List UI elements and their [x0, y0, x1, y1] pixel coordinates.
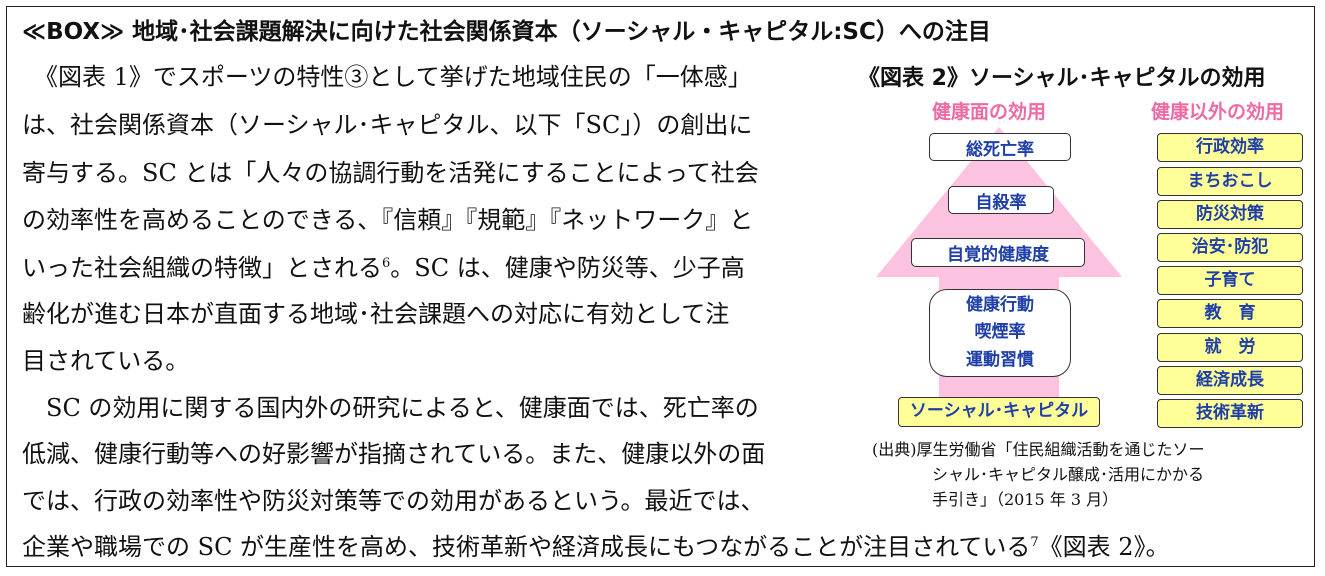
health-behavior-box: 健康行動 喫煙率 運動習慣: [929, 289, 1071, 377]
health-behavior-item: 運動習慣: [966, 349, 1034, 370]
paragraph-line: 《図表 1》でスポーツの特性③として挙げた地域住民の「一体感」: [22, 63, 752, 91]
health-item-box: 総死亡率: [929, 133, 1071, 161]
paragraph-line: 低減、健康行動等への好影響が指摘されている。また、健康以外の面: [22, 440, 766, 468]
non-health-item-box: 防災対策: [1157, 200, 1303, 229]
non-health-item-box: 就 労: [1157, 333, 1303, 362]
paragraph-line: 目されている。: [22, 347, 190, 375]
footnote-ref: 6: [382, 256, 391, 271]
non-health-item-box: まちおこし: [1157, 167, 1303, 196]
non-health-item-box: 行政効率: [1157, 133, 1303, 162]
health-effects-header: 健康面の効用: [932, 101, 1047, 123]
non-health-item-box: 治安･防犯: [1157, 233, 1303, 262]
paragraph-text: 《図表 2》。: [1038, 533, 1170, 561]
figure-source: (出典)厚生労働省「住民組織活動を通じたソー: [872, 440, 1205, 459]
social-capital-base-box: ソーシャル･キャピタル: [898, 397, 1100, 427]
box-title: ≪BOX≫ 地域･社会課題解決に向けた社会関係資本（ソーシャル・キャピタル:SC…: [22, 19, 991, 45]
non-health-item-box: 教 育: [1157, 299, 1303, 328]
non-health-item-box: 子育て: [1157, 266, 1303, 295]
paragraph-line: 企業や職場での SC が生産性を高め、技術革新や経済成長にもつながることが注目さ…: [22, 535, 1170, 559]
box-frame: [6, 6, 1315, 567]
non-health-item-box: 技術革新: [1157, 399, 1303, 428]
paragraph-line: では、行政の効率性や防災対策等での効用があるという。最近では、: [22, 487, 765, 515]
paragraph-line: SC の効用に関する国内外の研究によると、健康面では、死亡率の: [22, 394, 759, 422]
non-health-item-box: 経済成長: [1157, 366, 1303, 395]
paragraph-text: 企業や職場での SC が生産性を高め、技術革新や経済成長にもつながることが注目さ…: [22, 533, 1031, 561]
health-behavior-item: 喫煙率: [974, 322, 1026, 343]
figure-source: シャル･キャピタル醸成･活用にかかる: [932, 465, 1205, 484]
paragraph-line: の効率性を高めることのできる、『信頼』『規範』『ネットワーク』と: [22, 206, 754, 234]
paragraph-line: いった社会組織の特徴」とされる6。SC は、健康や防災等、少子高: [22, 256, 745, 280]
paragraph-text: 。SC は、健康や防災等、少子高: [390, 254, 745, 282]
paragraph-line: 寄与する。SC とは「人々の協調行動を活発にすることによって社会: [22, 159, 759, 187]
health-behavior-item: 健康行動: [966, 295, 1034, 316]
figure-source: 手引き」（2015 年 3 月）: [932, 490, 1119, 509]
health-item-box: 自殺率: [948, 186, 1054, 214]
footnote-ref: 7: [1030, 535, 1039, 550]
paragraph-text: いった社会組織の特徴」とされる: [22, 254, 382, 282]
figure-title: 《図表 2》ソーシャル･キャピタルの効用: [858, 66, 1266, 91]
paragraph-line: は、社会関係資本（ソーシャル･キャピタル、以下「SC」）の創出に: [22, 111, 753, 139]
paragraph-line: 齢化が進む日本が直面する地域･社会課題への対応に有効として注: [22, 300, 730, 328]
non-health-effects-header: 健康以外の効用: [1151, 101, 1285, 123]
health-item-box: 自覚的健康度: [911, 238, 1085, 267]
